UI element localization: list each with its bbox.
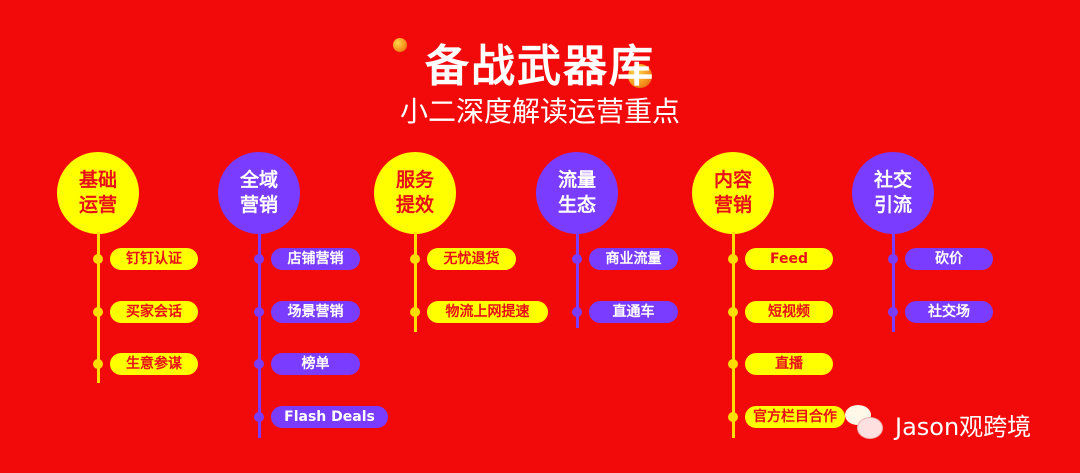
wechat-icon <box>845 405 887 443</box>
timeline-line <box>576 232 579 328</box>
bullet-dot <box>254 359 264 369</box>
category-circle: 社交 引流 <box>852 152 934 234</box>
item-pill: 生意参谋 <box>110 353 198 375</box>
bullet-dot <box>254 306 264 317</box>
item-pill: 店铺营销 <box>271 248 360 270</box>
item-pill: 物流上网提速 <box>427 300 548 323</box>
item-pill: 榜单 <box>271 353 360 375</box>
bullet-dot <box>254 411 264 422</box>
bullet-dot <box>888 254 898 264</box>
item-pill: 短视频 <box>745 300 833 323</box>
page-title: 备战武器库 <box>425 41 655 92</box>
category-circle: 流量 生态 <box>536 152 618 234</box>
watermark-text: Jason观跨境 <box>895 412 1032 441</box>
item-pill: 商业流量 <box>589 248 678 270</box>
item-pill: 直播 <box>745 353 833 375</box>
page-subtitle: 小二深度解读运营重点 <box>399 95 680 128</box>
decor-ball-icon <box>628 64 652 88</box>
bullet-dot <box>572 306 582 317</box>
watermark: Jason观跨境 <box>845 405 1031 443</box>
item-pill: 砍价 <box>905 248 993 270</box>
item-pill: 无忧退货 <box>427 248 516 270</box>
category-circle: 基础 运营 <box>57 152 139 234</box>
bullet-dot <box>93 306 103 317</box>
category-circle: 全域 营销 <box>218 152 300 234</box>
bullet-dot <box>728 359 738 369</box>
bullet-dot <box>410 306 420 317</box>
bullet-dot <box>572 254 582 264</box>
bullet-dot <box>93 254 103 264</box>
item-pill: Feed <box>745 248 833 270</box>
category-circle: 服务 提效 <box>374 152 456 234</box>
bullet-dot <box>93 359 103 369</box>
item-pill: 直通车 <box>589 300 678 323</box>
item-pill: 买家会话 <box>110 300 198 323</box>
bullet-dot <box>728 254 738 264</box>
item-pill: Flash Deals <box>271 405 388 428</box>
timeline-line <box>732 232 735 438</box>
category-circle: 内容 营销 <box>692 152 774 234</box>
bullet-dot <box>728 411 738 422</box>
timeline-line <box>414 232 417 332</box>
bullet-dot <box>728 306 738 317</box>
item-pill: 官方栏目合作 <box>745 405 845 428</box>
timeline-line <box>258 232 261 438</box>
item-pill: 钉钉认证 <box>110 248 198 270</box>
item-pill: 社交场 <box>905 300 993 323</box>
decor-ball-icon <box>393 38 407 52</box>
bullet-dot <box>888 306 898 317</box>
bullet-dot <box>254 254 264 264</box>
item-pill: 场景营销 <box>271 300 360 323</box>
timeline-line <box>892 232 895 332</box>
bullet-dot <box>410 254 420 264</box>
